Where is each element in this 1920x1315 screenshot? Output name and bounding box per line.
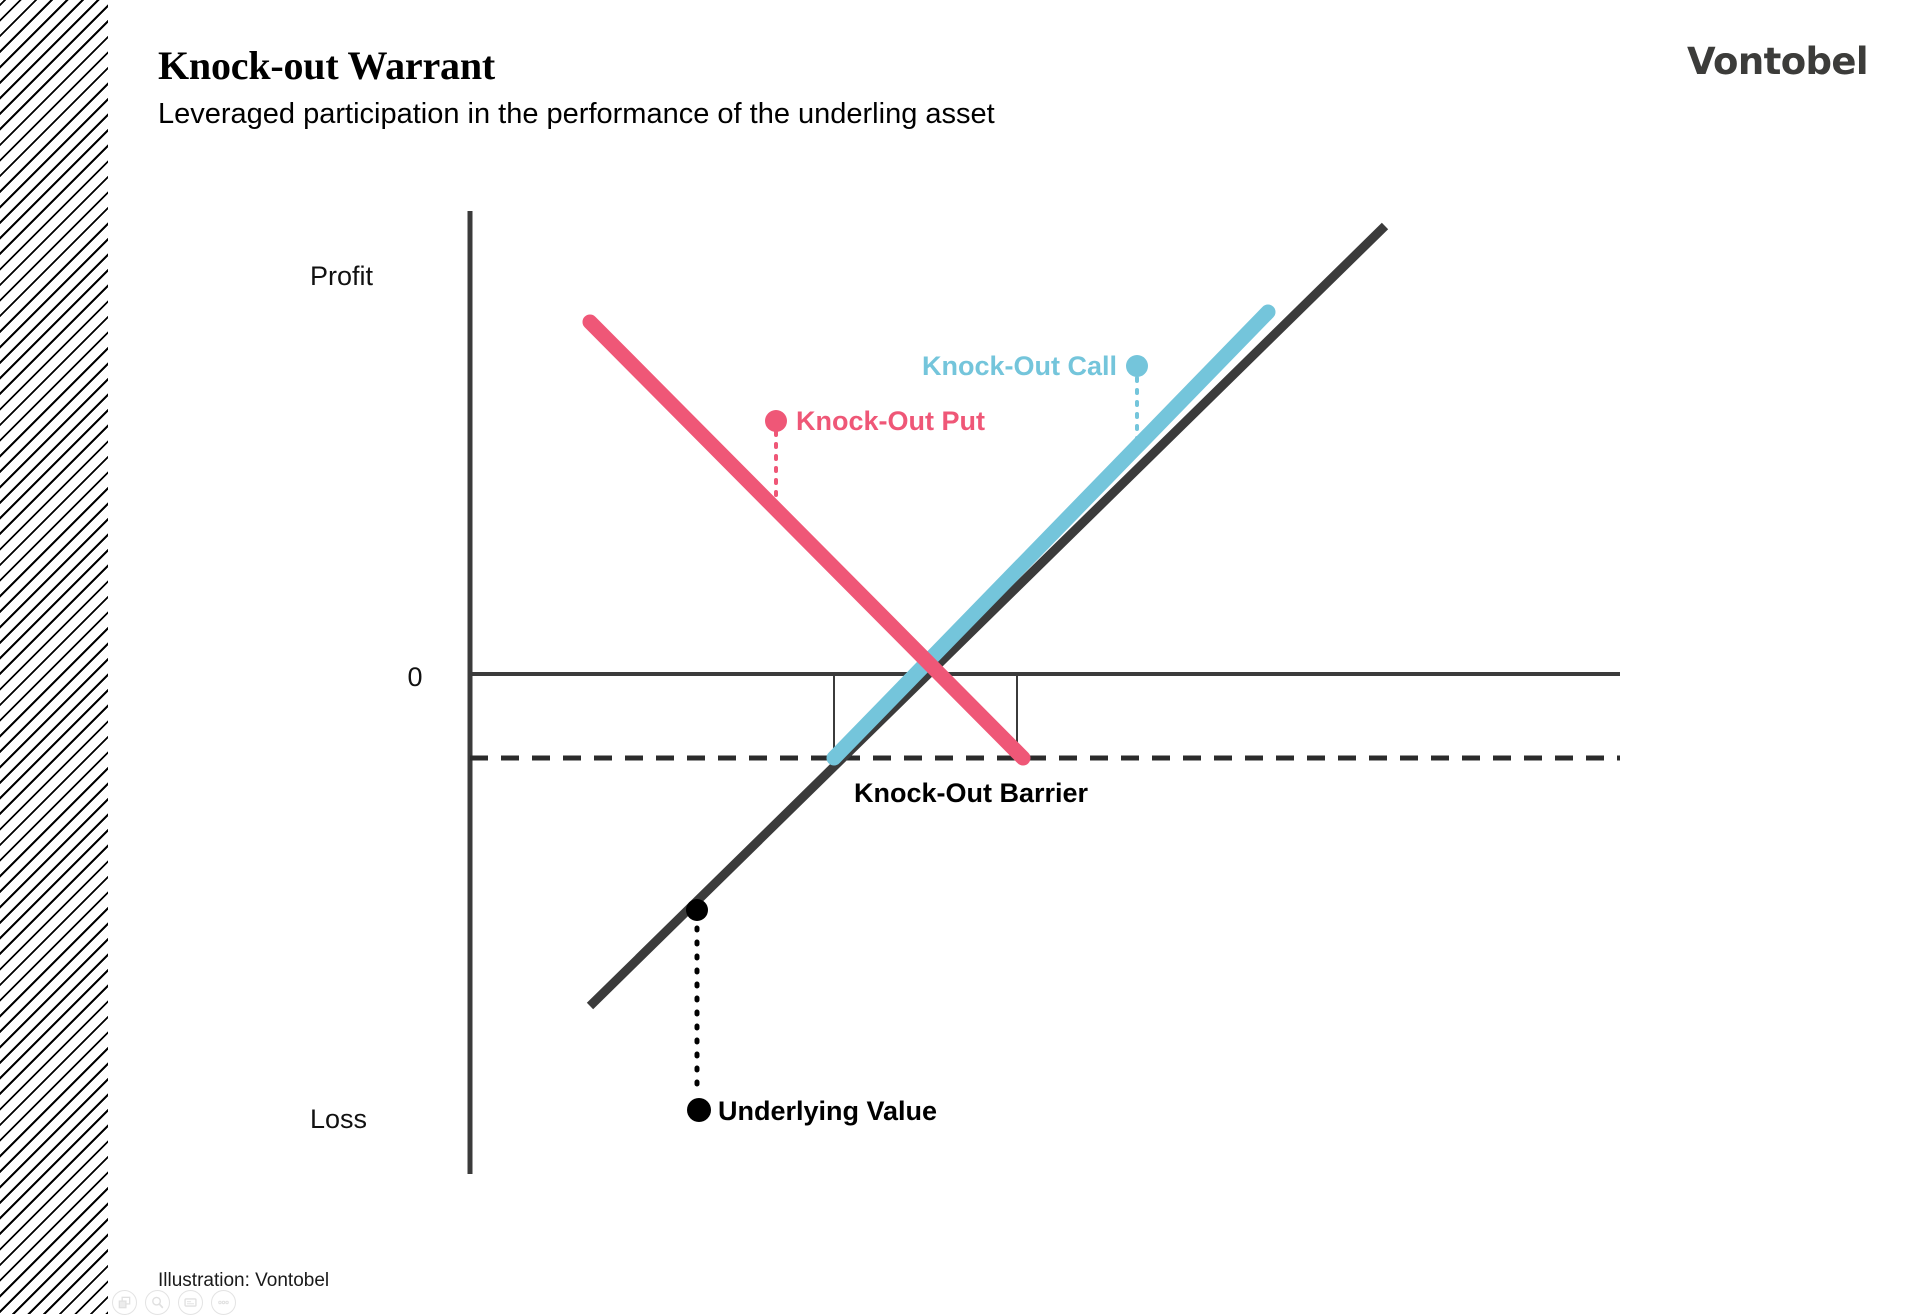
knock-out-barrier-label: Knock-Out Barrier — [854, 778, 1089, 808]
knock-out-put-line — [582, 314, 1031, 766]
caption-glyph — [184, 1298, 197, 1307]
duplicate-icon[interactable] — [112, 1290, 137, 1315]
magnifier-glyph — [152, 1296, 164, 1309]
illustration-credit: Illustration: Vontobel — [158, 1270, 330, 1291]
page-subtitle: Leveraged participation in the performan… — [158, 97, 995, 130]
more-dots-glyph — [218, 1300, 229, 1305]
header: Knock-out Warrant Leveraged participatio… — [158, 43, 1458, 132]
underlying-value-dot — [687, 1098, 711, 1122]
payoff-chart: Profit 0 Loss Knock-Out Call Knock-Out P… — [310, 211, 1620, 1174]
knock-out-call-dot — [1126, 355, 1148, 377]
underlying-value-marker-dot — [686, 899, 708, 921]
search-icon[interactable] — [145, 1290, 170, 1315]
axis-label-zero: 0 — [407, 662, 422, 692]
axis-label-profit: Profit — [310, 261, 374, 291]
underlying-value-label: Underlying Value — [718, 1096, 937, 1126]
decorative-hatch-band — [0, 0, 108, 1314]
axis-label-loss: Loss — [310, 1104, 367, 1134]
underlying-payoff-line — [586, 222, 1389, 1010]
vontobel-logo: Vontobel — [1687, 40, 1869, 83]
page-title: Knock-out Warrant — [158, 43, 495, 88]
knock-out-call-line — [826, 304, 1276, 766]
bottom-toolbar[interactable] — [112, 1290, 236, 1315]
chart-svg: Profit 0 Loss Knock-Out Call Knock-Out P… — [310, 211, 1620, 1174]
caption-icon[interactable] — [178, 1290, 203, 1315]
knock-out-call-label: Knock-Out Call — [922, 351, 1117, 381]
duplicate-glyph — [118, 1296, 131, 1309]
more-icon[interactable] — [211, 1290, 236, 1315]
knock-out-put-label: Knock-Out Put — [796, 406, 985, 436]
knock-out-put-dot — [765, 410, 787, 432]
